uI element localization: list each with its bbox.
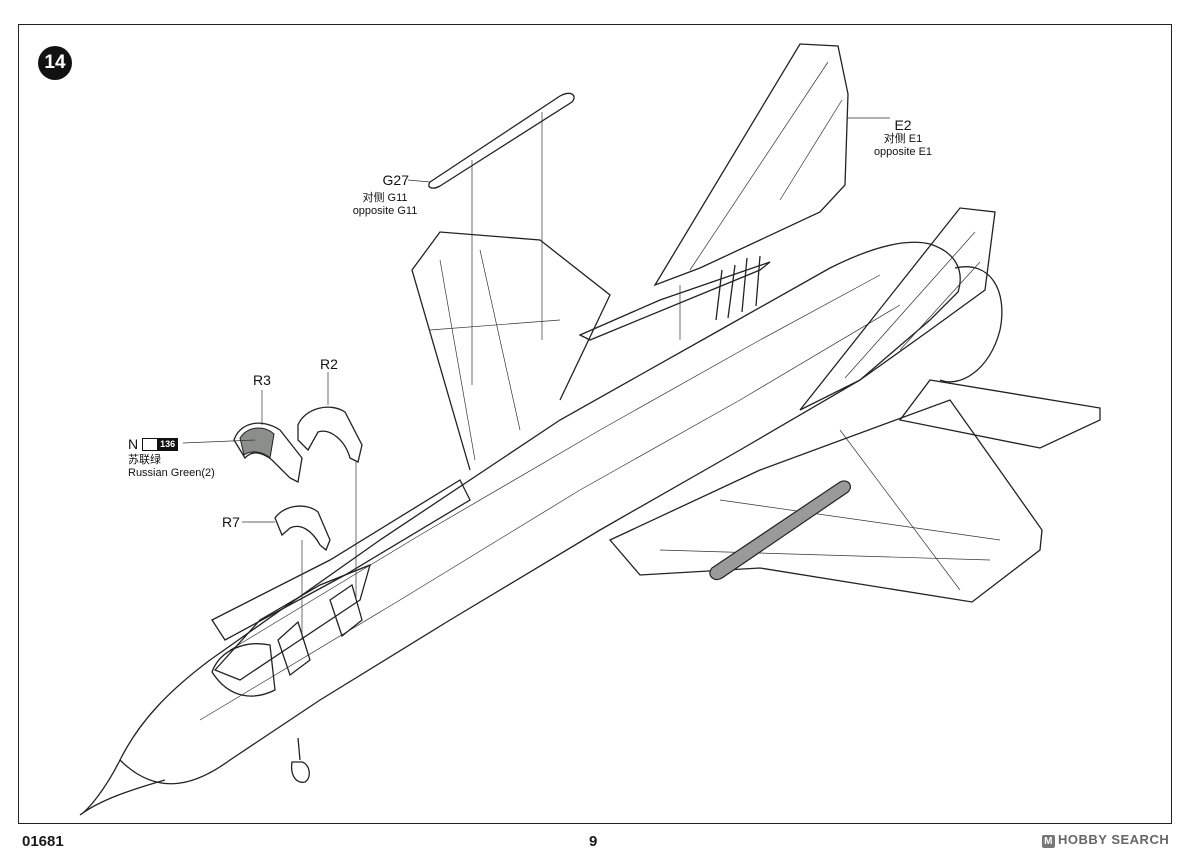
wing-left-detail xyxy=(429,249,561,461)
fuselage-outline xyxy=(119,241,961,785)
watermark-logo-icon: M xyxy=(1042,835,1055,848)
paint-chip: 136 xyxy=(142,438,179,452)
label-part-r3: R3 xyxy=(253,372,271,390)
page-number: 9 xyxy=(589,833,598,850)
canopy-part-r2 xyxy=(297,406,363,463)
paint-code: N xyxy=(128,436,139,452)
canopy-rail-g27 xyxy=(428,92,575,189)
fin-right-detail xyxy=(844,231,981,379)
paint-name-en: Russian Green(2) xyxy=(128,467,215,480)
fin-right-installed xyxy=(799,207,996,411)
fin-e2-base xyxy=(578,261,771,341)
wing-right xyxy=(608,399,1043,603)
step-number: 14 xyxy=(44,52,66,73)
fin-e2-part xyxy=(653,43,849,287)
paint-name-cn: 苏联绿 xyxy=(128,454,161,467)
leader-n xyxy=(182,439,256,444)
dorsal-rail xyxy=(709,480,852,581)
product-code: 01681 xyxy=(22,833,64,850)
fuselage-lower-line xyxy=(199,304,901,721)
canopy-part-r3-paint xyxy=(239,427,275,459)
label-part-r2: R2 xyxy=(320,356,338,374)
part-g27-opposite-cn: 对侧 G11 xyxy=(362,192,408,204)
engine-nozzle xyxy=(939,266,1003,383)
wing-right-detail xyxy=(659,429,1001,591)
cockpit-opening xyxy=(213,563,371,681)
page-frame xyxy=(18,24,1172,824)
label-part-g27-opposite: 对侧 G11 opposite G11 xyxy=(340,192,430,217)
seat-rear xyxy=(329,583,363,638)
part-g27-opposite-en: opposite G11 xyxy=(352,204,418,217)
part-e2-opposite-en: opposite E1 xyxy=(873,145,933,158)
label-part-e2: E2 对侧 E1 opposite E1 xyxy=(868,117,938,158)
part-r2-id: R2 xyxy=(320,356,338,372)
label-part-g27: G27 xyxy=(345,172,409,188)
intake-left xyxy=(211,479,471,641)
fuselage-spine xyxy=(229,274,881,651)
nose-cone xyxy=(79,759,166,816)
watermark-text: HOBBY SEARCH xyxy=(1058,832,1170,847)
part-e2-id: E2 xyxy=(894,117,912,133)
part-g27-id: G27 xyxy=(382,172,409,188)
stabilizer-right xyxy=(898,379,1101,449)
leader-g27 xyxy=(407,179,431,183)
part-r3-id: R3 xyxy=(253,372,271,388)
paint-number: 136 xyxy=(157,438,179,452)
windscreen xyxy=(211,643,276,697)
nose-landing-gear xyxy=(290,737,310,783)
paint-callout: N 136 苏联绿 Russian Green(2) xyxy=(128,436,215,480)
wing-left xyxy=(411,231,611,471)
part-e2-opposite-cn: 对侧 E1 xyxy=(883,133,923,146)
fin-e2-detail xyxy=(689,61,843,271)
step-number-badge: 14 xyxy=(38,46,72,80)
part-r7-id: R7 xyxy=(222,514,240,530)
canopy-part-r7 xyxy=(274,505,331,552)
label-part-r7: R7 xyxy=(222,514,240,532)
seat-front xyxy=(277,620,311,677)
antenna-rods xyxy=(715,255,761,321)
